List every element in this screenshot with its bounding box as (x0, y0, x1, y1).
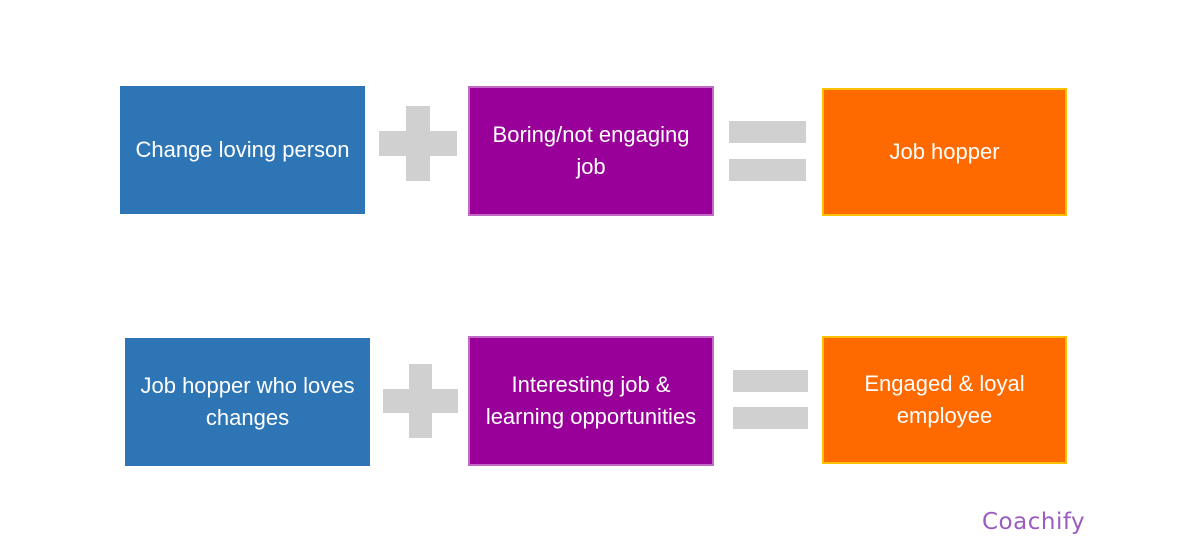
equation-1-term-1: Change loving person (120, 86, 365, 214)
equation-1-term-1-text: Change loving person (135, 137, 350, 162)
equation-1-term-2: Boring/not engaging job (468, 86, 714, 216)
equation-2-result: Engaged & loyal employee (822, 336, 1067, 464)
equation-2-term-1-text: Job hopper who loves changes (140, 373, 355, 430)
equation-2-term-1: Job hopper who loves changes (125, 338, 370, 466)
equals-icon (729, 121, 806, 181)
equals-icon (733, 370, 808, 430)
equation-1-result-text: Job hopper (889, 139, 1000, 164)
equation-2-result-text: Engaged & loyal employee (864, 371, 1025, 428)
equation-2-term-2-text: Interesting job & learning opportunities (485, 372, 697, 429)
equation-1-term-2-text: Boring/not engaging job (492, 122, 690, 179)
plus-icon (383, 364, 458, 438)
plus-icon (379, 106, 457, 181)
coachify-logo: Coachify (982, 509, 1086, 535)
equation-1-result: Job hopper (822, 88, 1067, 216)
equation-2-term-2: Interesting job & learning opportunities (468, 336, 714, 466)
